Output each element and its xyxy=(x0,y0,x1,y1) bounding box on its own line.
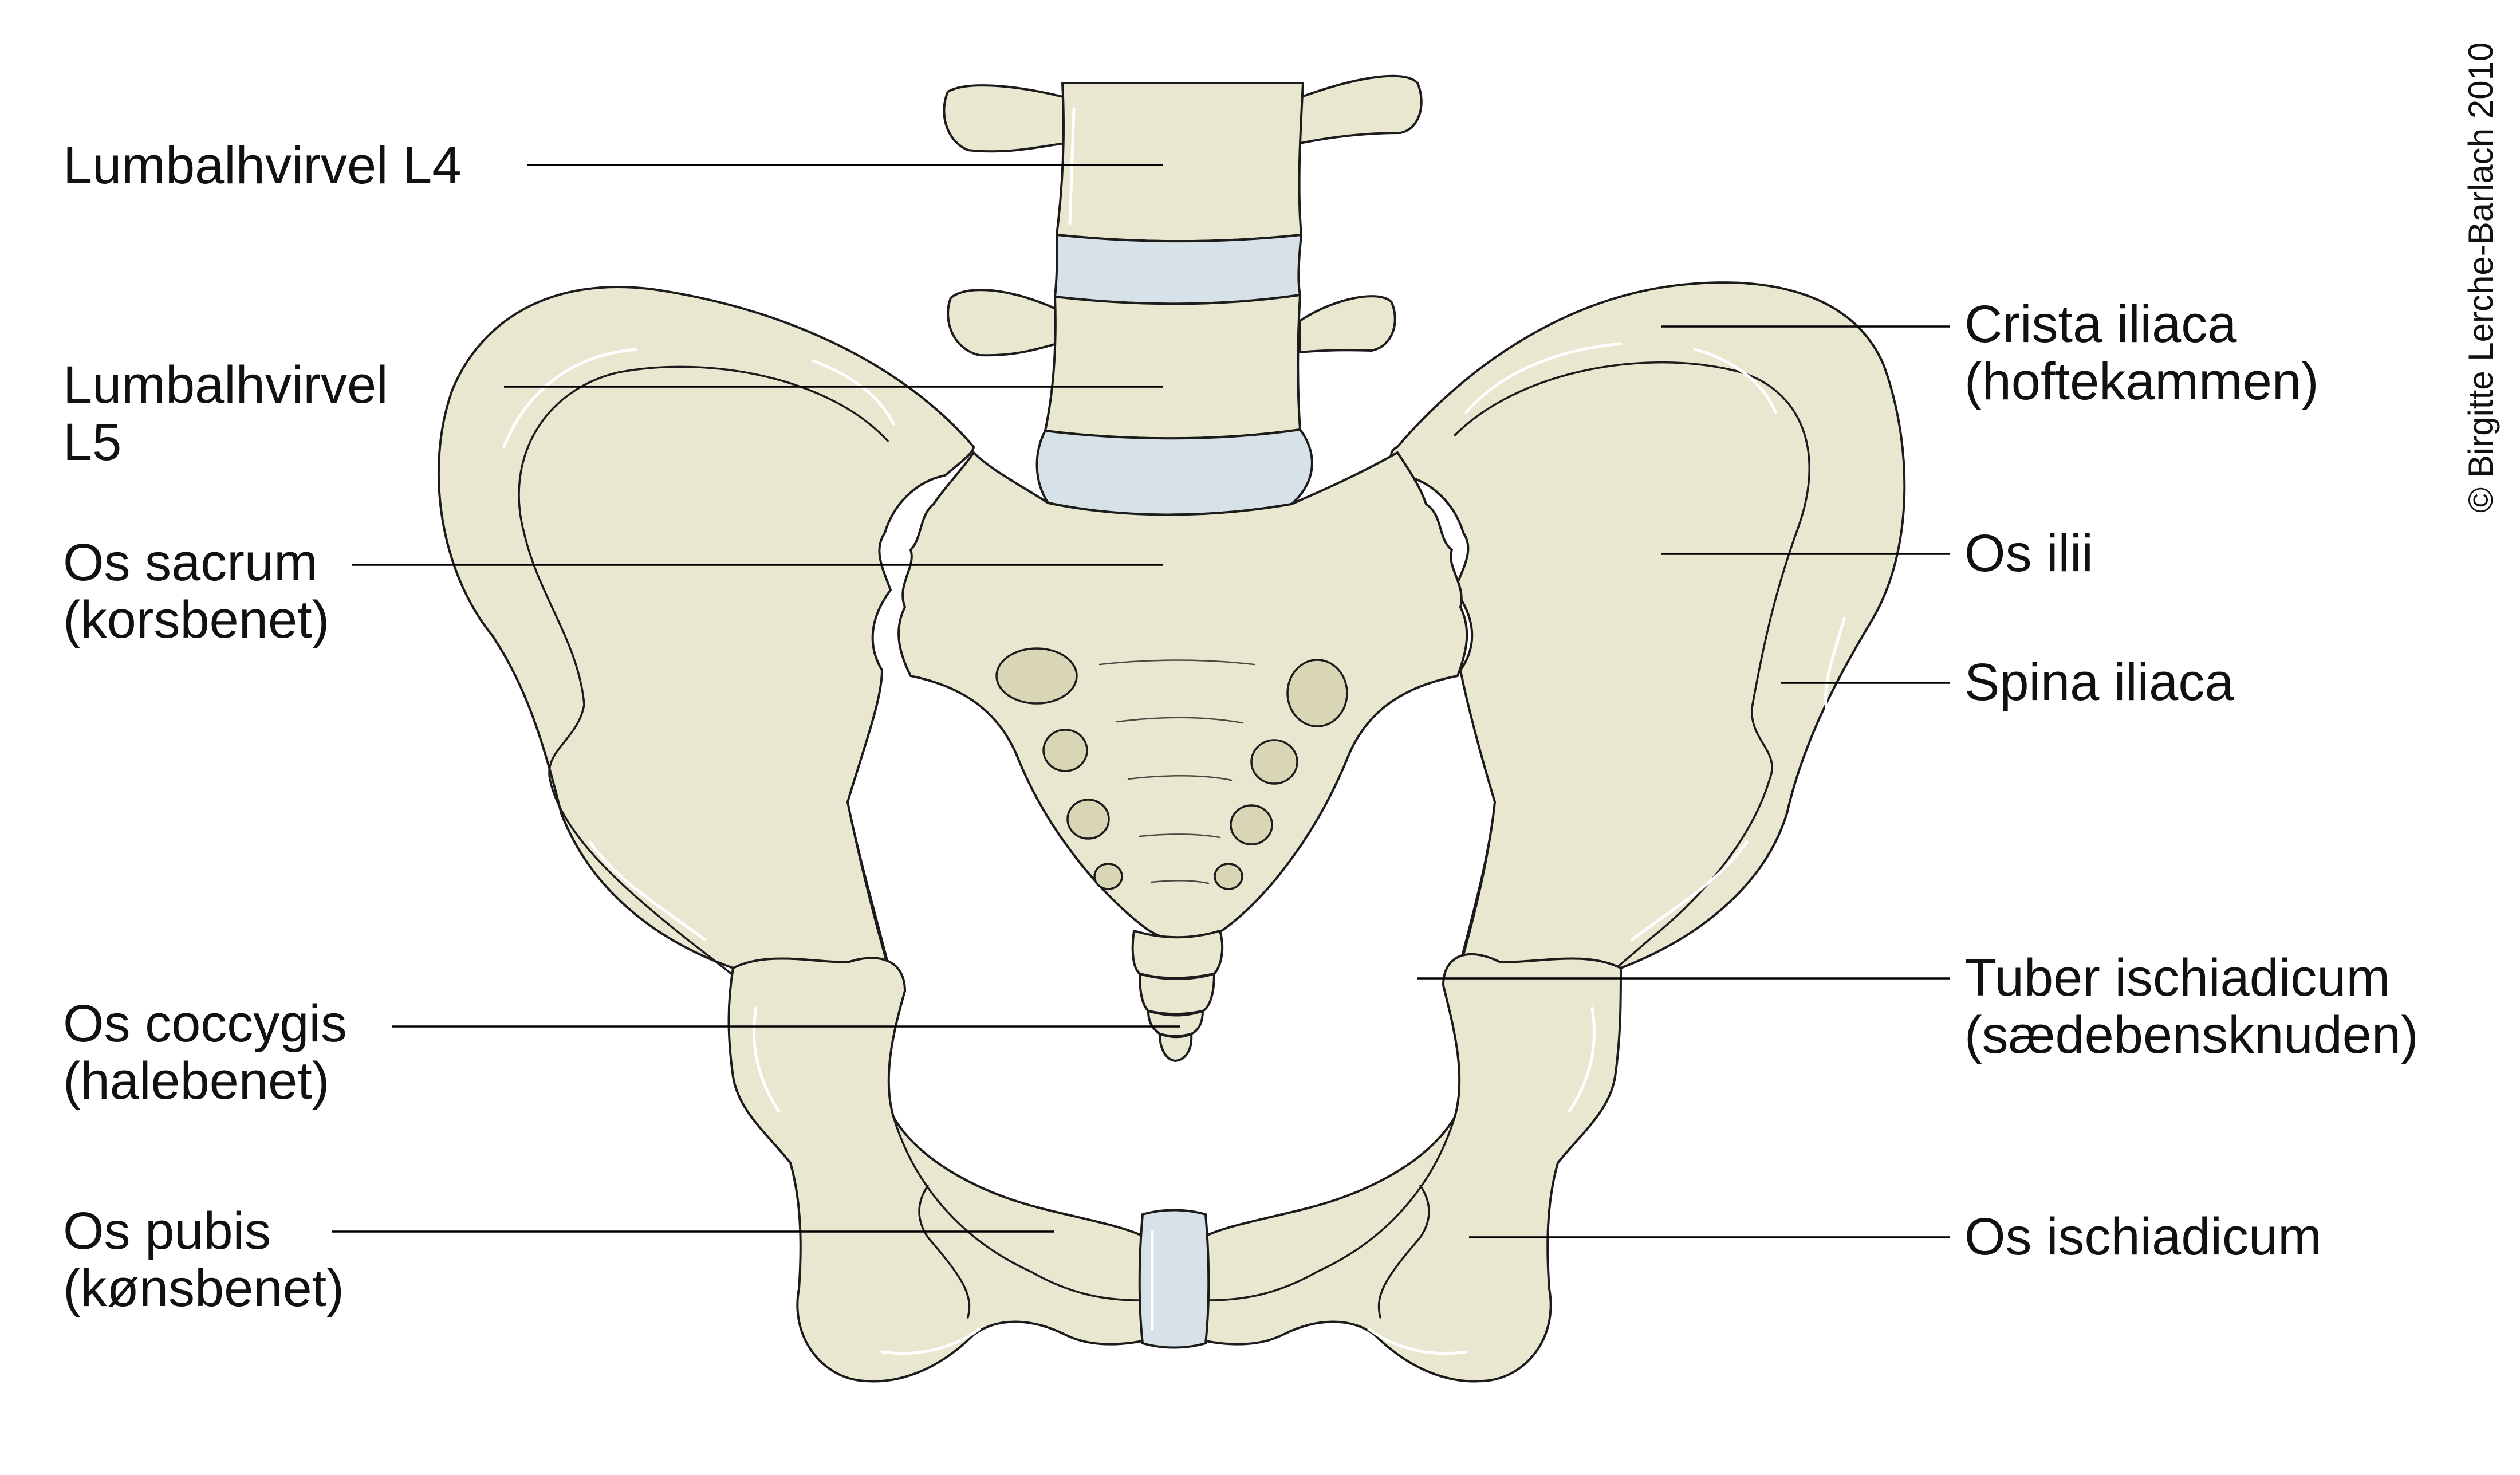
pubic-symphysis xyxy=(1138,1209,1210,1349)
label-ilii: Os ilii xyxy=(1964,524,2093,583)
l4-vertebral-body xyxy=(1056,82,1304,243)
label-lumbal-l5-line1: Lumbalhvirvel xyxy=(63,356,388,414)
sacral-foramen-2-left xyxy=(1250,739,1298,785)
l4-left-transverse-process xyxy=(943,84,1066,153)
label-pubis-line1: Os pubis xyxy=(63,1202,271,1260)
copyright-credit: © Birgitte Lerche-Barlach 2010 xyxy=(2462,42,2500,513)
ischium-pubis-right xyxy=(727,957,1147,1383)
lumbar-vertebra-l5 xyxy=(947,289,1396,440)
label-crista-line1: Crista iliaca xyxy=(1964,295,2237,353)
sacral-foramen-4-right xyxy=(1093,863,1123,890)
label-sacrum-line1: Os sacrum xyxy=(63,533,318,592)
label-pubis-line2: (kønsbenet) xyxy=(63,1259,344,1317)
lumbar-vertebra-l4 xyxy=(943,74,1423,243)
tuber-ischiadicum-right xyxy=(727,957,1147,1383)
coccyx xyxy=(1131,930,1224,1062)
label-crista-line2: (hoftekammen) xyxy=(1964,352,2319,411)
label-spina: Spina iliaca xyxy=(1964,653,2234,711)
label-coccygis-line2: (halebenet) xyxy=(63,1052,329,1110)
ilium-right xyxy=(437,286,975,1061)
l4-right-transverse-process xyxy=(1299,74,1423,144)
ilium-left xyxy=(1390,281,1906,1061)
ischium-pubis-left xyxy=(1202,953,1622,1383)
label-tuber-line1: Tuber ischiadicum xyxy=(1964,949,2390,1007)
ilium-right-wing xyxy=(437,286,975,1061)
sacral-foramen-2-right xyxy=(1042,729,1088,772)
tuber-ischiadicum-left xyxy=(1202,953,1622,1383)
sacral-foramen-1-right xyxy=(995,647,1078,705)
sacral-foramen-3-right xyxy=(1066,799,1110,840)
label-lumbal-l5-line2: L5 xyxy=(63,413,121,471)
sacrum-body xyxy=(897,451,1468,942)
l5-right-transverse-process xyxy=(1299,295,1396,353)
l5-vertebral-body xyxy=(1044,294,1301,440)
l5-left-transverse-process xyxy=(947,289,1058,357)
label-sacrum-line2: (korsbenet) xyxy=(63,591,329,649)
disc-l5-s1 xyxy=(1035,428,1313,516)
ilium-left-wing xyxy=(1390,281,1906,1061)
disc-l4-l5 xyxy=(1053,233,1303,305)
label-tuber-line2: (sædebensknuden) xyxy=(1964,1006,2419,1064)
sacral-foramen-1-left xyxy=(1286,659,1348,727)
sacrum xyxy=(897,451,1468,942)
sacral-foramen-4-left xyxy=(1214,863,1243,890)
sacral-foramen-3-left xyxy=(1230,804,1273,845)
label-lumbal-l4: Lumbalhvirvel L4 xyxy=(63,136,461,195)
label-coccygis-line1: Os coccygis xyxy=(63,994,347,1053)
label-ischiadicum: Os ischiadicum xyxy=(1964,1207,2322,1266)
